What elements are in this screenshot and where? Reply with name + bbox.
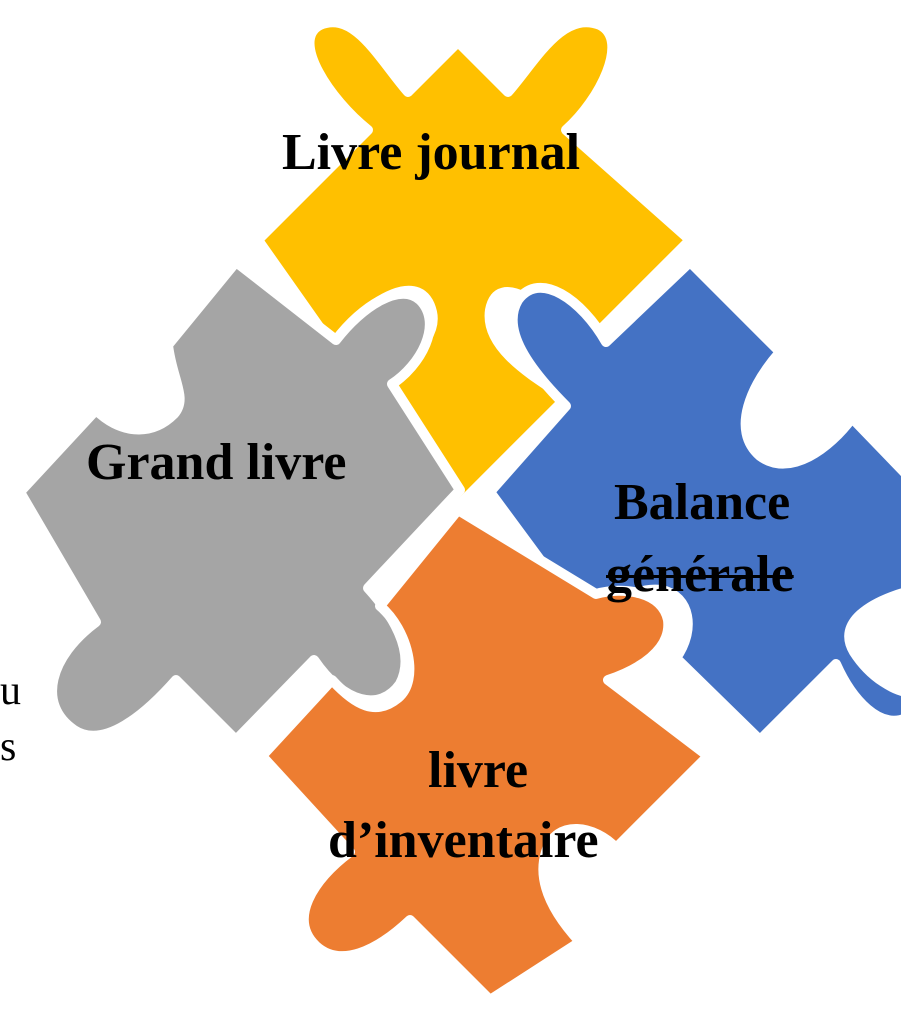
label-grand-livre: Grand livre	[86, 434, 347, 491]
label-livre-journal: Livre journal	[282, 124, 581, 181]
label-inventaire: d’inventaire	[328, 812, 599, 869]
edge-text-fragment: u	[0, 668, 21, 714]
label-balance: Balance	[614, 474, 791, 531]
puzzle-piece-livre-inventaire	[257, 505, 713, 1005]
label-livre: livre	[428, 742, 529, 799]
edge-text-fragment: s	[0, 724, 17, 770]
puzzle-piece-grand-livre	[15, 257, 465, 745]
label-generale: générale	[606, 546, 794, 603]
